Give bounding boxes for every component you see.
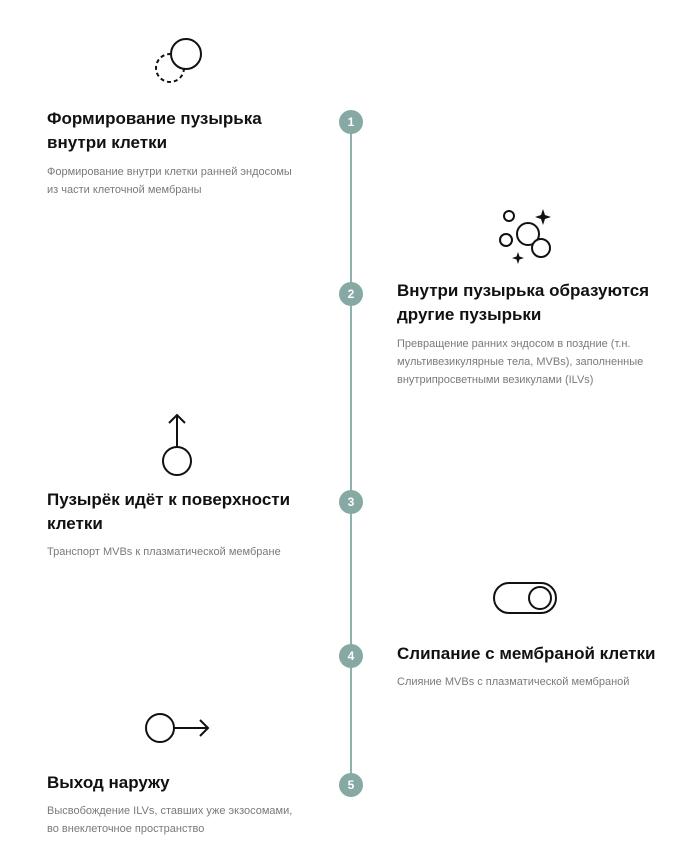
- step-title-5: Выход наружу: [47, 773, 170, 792]
- step-number-3: 3: [339, 490, 363, 514]
- step-description-3: Транспорт MVBs к плазматической мембране: [47, 546, 281, 558]
- circle-arrow-up-icon: [156, 410, 198, 478]
- step-title-1: Формирование пузырька внутри клетки: [47, 109, 262, 152]
- step-number-2: 2: [339, 282, 363, 306]
- step-description-4: Слияние MVBs с плазматической мембраной: [397, 676, 630, 688]
- step-description-2: Превращение ранних эндосом в поздние (т.…: [397, 338, 644, 386]
- circle-arrow-right-icon: [142, 710, 212, 746]
- step-number-1: 1: [339, 110, 363, 134]
- timeline-line: [350, 122, 352, 786]
- step-title-3: Пузырёк идёт к поверхности клетки: [47, 490, 291, 533]
- step-title-2: Внутри пузырька образуются другие пузырь…: [397, 281, 650, 324]
- bubble-forming-icon: [148, 36, 208, 88]
- step-number-4: 4: [339, 644, 363, 668]
- bubbles-sparkle-icon: [494, 206, 556, 268]
- step-description-5: Высвобождение ILVs, ставших уже экзосома…: [47, 805, 293, 835]
- step-title-4: Слипание с мембраной клетки: [397, 644, 656, 663]
- step-description-1: Формирование внутри клетки ранней эндосо…: [47, 166, 292, 196]
- toggle-icon: [492, 580, 560, 616]
- step-number-5: 5: [339, 773, 363, 797]
